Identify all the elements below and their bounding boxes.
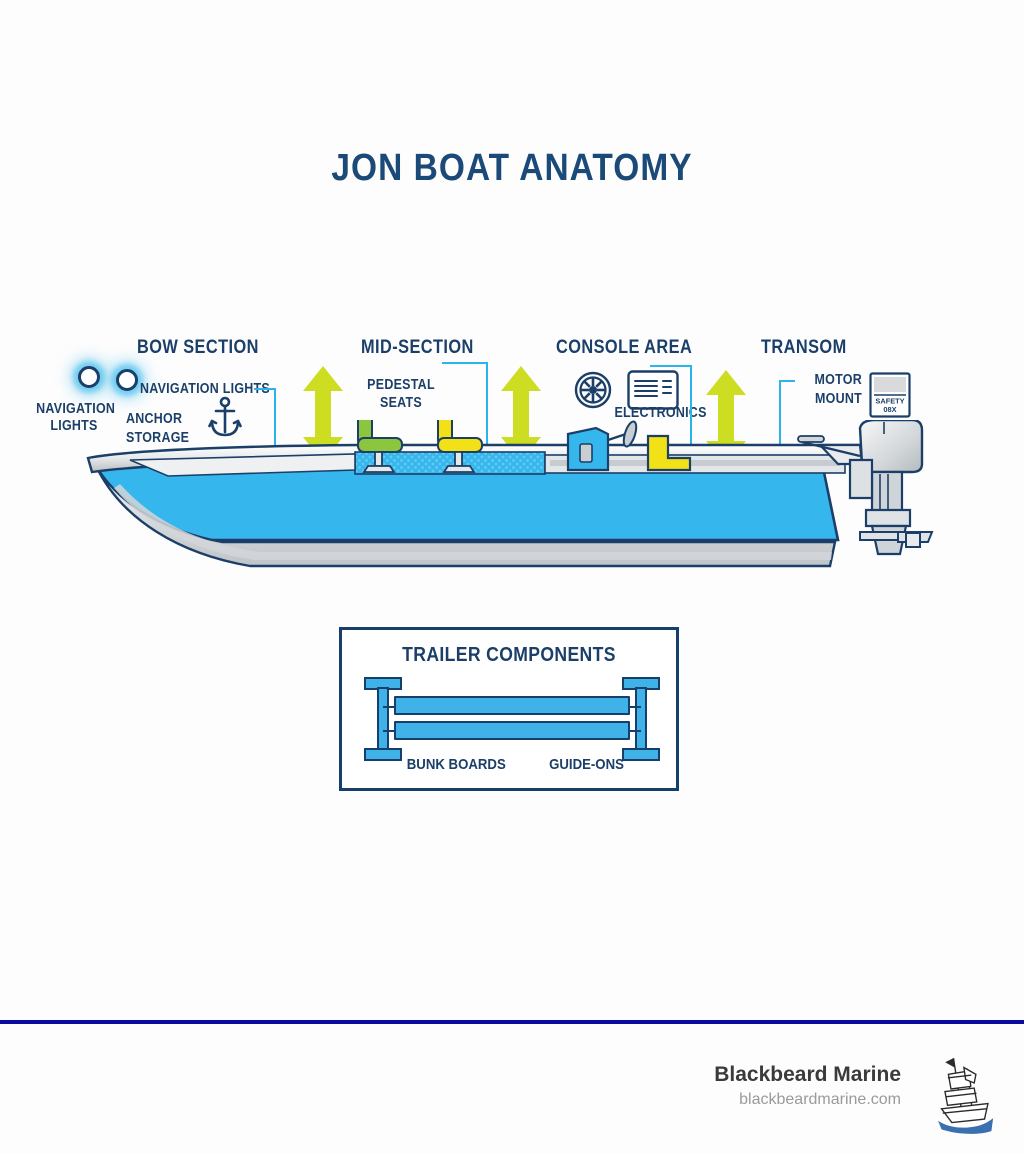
label-anchor-storage-line1: ANCHOR [126,411,183,427]
leader-line-mid-section [486,362,488,464]
label-pedestal-seats-line2: SEATS [380,395,422,411]
double-arrow-mid-console [501,366,541,462]
leader-line-transom [779,380,781,465]
leader-line-mid-section [442,362,488,364]
label-electronics: ELECTRONICS [614,405,707,421]
steering-wheel-icon [574,371,612,409]
pirate-ship-logo [938,1057,994,1134]
leader-line-nav-lights [254,388,276,390]
label-motor-mount-line2: MOUNT [814,391,862,407]
transom-badge-line1: SAFETY [875,397,904,406]
guide-on-left-bottom-cap [364,748,402,761]
section-header-console-area: CONSOLE AREA [556,337,693,358]
trailer-components-box: TRAILER COMPONENTS BUNK BOARDS GUIDE-ONS [339,627,679,791]
guide-on-right-post [635,687,647,751]
motor-mount-bracket [848,458,874,500]
section-header-transom: TRANSOM [761,337,847,358]
label-anchor-storage-line2: STORAGE [126,430,190,446]
navigation-light-icon [78,366,100,388]
console [566,420,638,472]
pedestal-seat-green [357,420,403,473]
label-navigation-lights-left-line1: NAVIGATION [36,401,116,417]
helm-seat [646,434,692,472]
double-arrow-console-transom [706,370,746,466]
bunk-board-lower [394,721,630,740]
outboard-motor [848,420,934,556]
bow-deck [129,453,356,477]
bunk-board-upper [394,696,630,715]
label-navigation-lights-left-line2: LIGHTS [50,418,98,434]
trailer-components-title: TRAILER COMPONENTS [402,644,616,666]
label-guide-ons: GUIDE-ONS [549,756,624,773]
jon-boat-illustration [86,420,934,568]
page-title: JON BOAT ANATOMY [331,147,693,189]
footer-brand-name: Blackbeard Marine [714,1063,901,1086]
navigation-light-icon [116,369,138,391]
leader-line-console [650,365,692,367]
double-arrow-bow-mid [303,366,343,462]
leader-line-transom [779,380,795,382]
label-motor-mount-line1: MOTOR [814,372,862,388]
pedestal-seat-yellow [437,420,483,473]
transom-badge-line2: 08X [883,405,896,414]
guide-on-left-post [377,687,389,751]
label-navigation-lights-deck: NAVIGATION LIGHTS [140,381,271,397]
section-header-mid-section: MID-SECTION [361,337,474,358]
tiller-rod [801,440,861,458]
footer-divider [0,1020,1024,1024]
leader-line-nav-lights [274,388,276,463]
label-bunk-boards: BUNK BOARDS [406,756,506,773]
logo-water [938,1118,994,1134]
guide-on-right-bottom-cap [622,748,660,761]
electronics-display-icon [627,370,679,410]
console-steering-wheel [622,420,638,448]
transom-plate-icon: SAFETY 08X [869,372,911,418]
footer-brand-url[interactable]: blackbeardmarine.com [739,1091,901,1108]
leader-line-console [690,365,692,463]
section-header-bow: BOW SECTION [137,337,259,358]
anchor-icon [208,396,242,437]
label-pedestal-seats-line1: PEDESTAL [367,377,435,393]
